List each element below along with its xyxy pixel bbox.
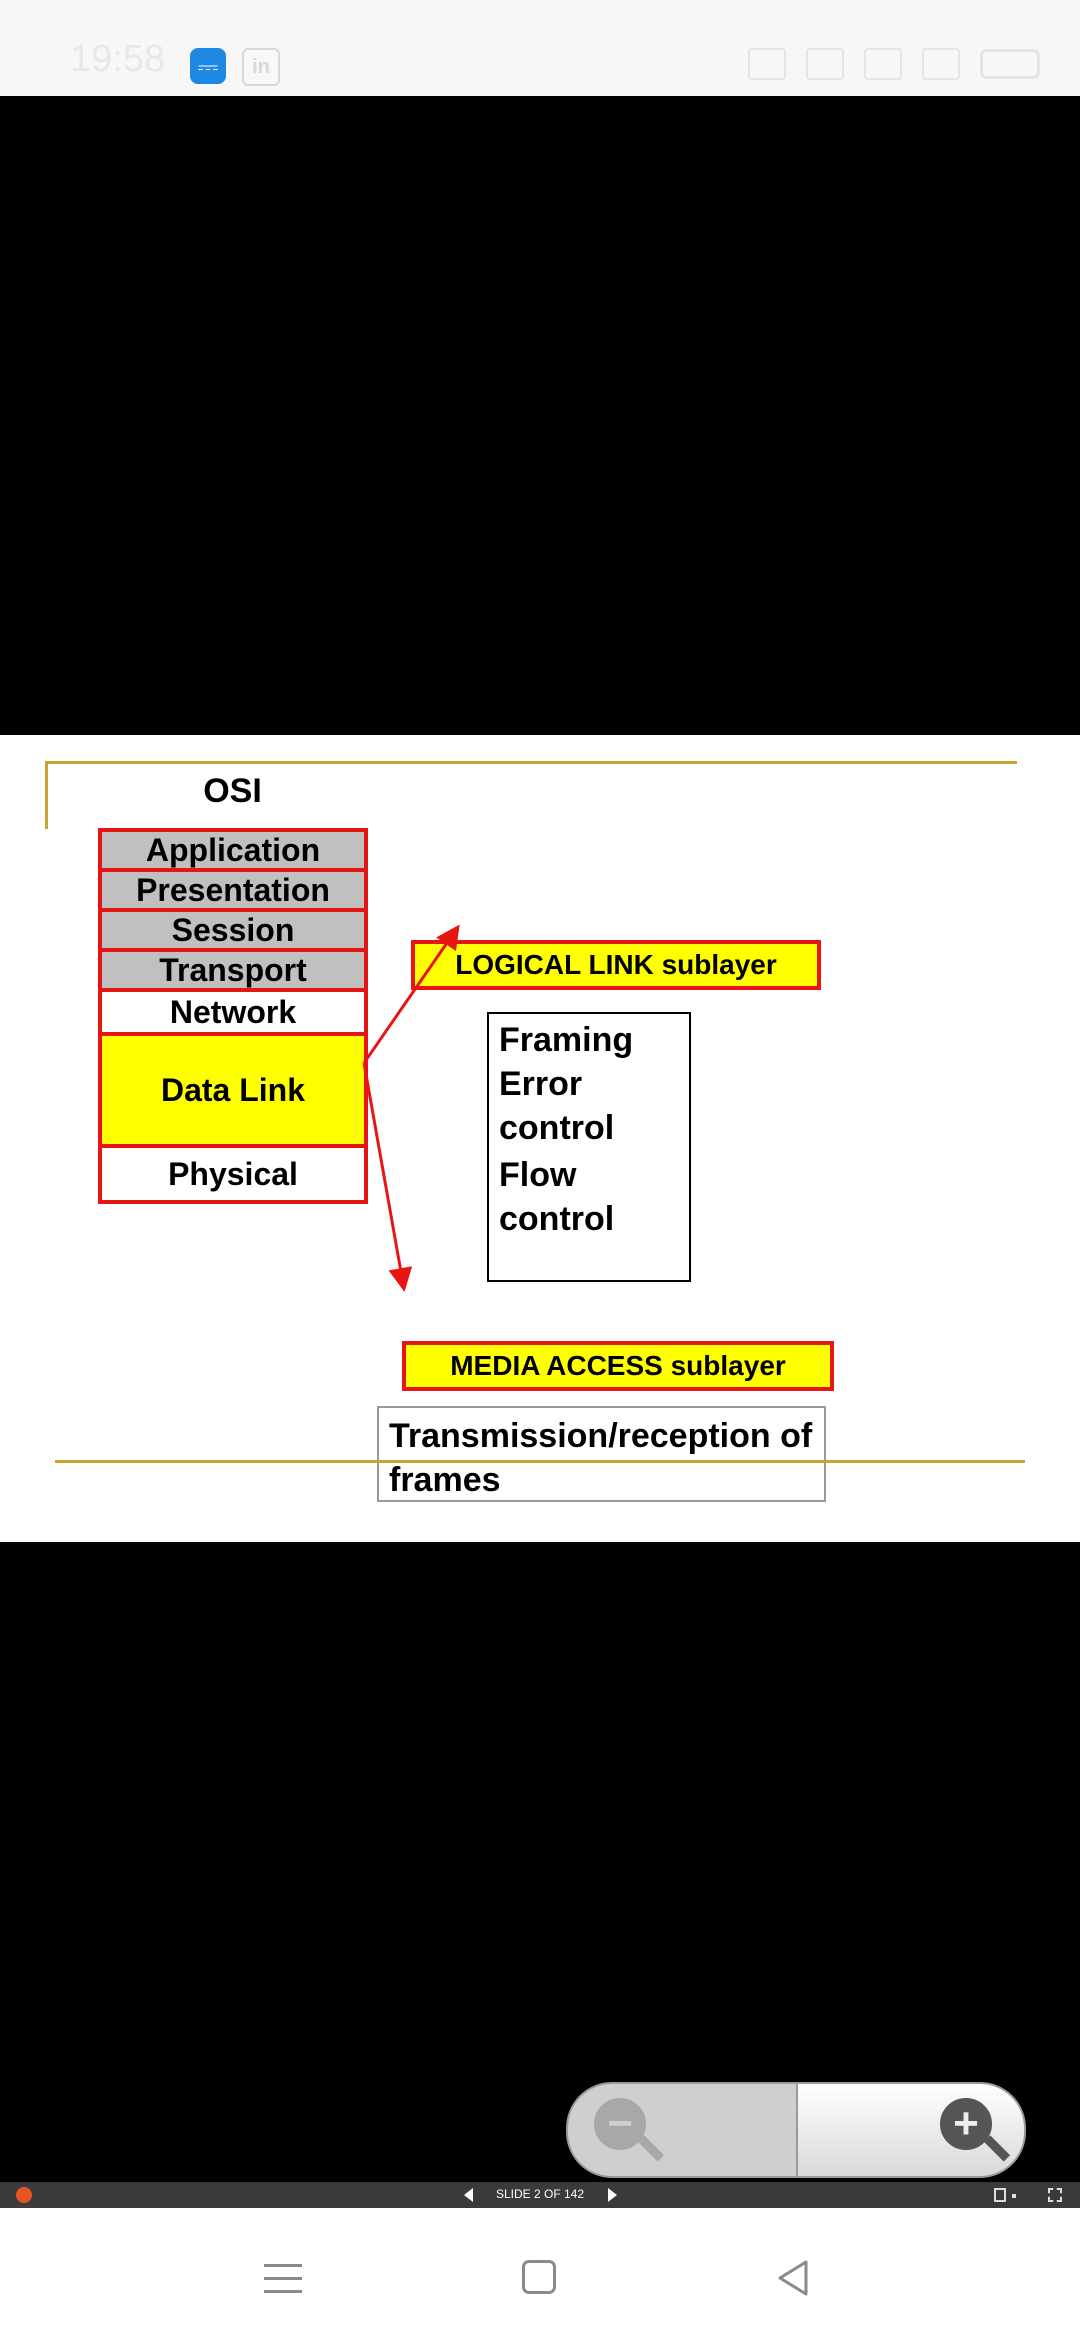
llc-functions-box: Framing Error control Flow control (487, 1012, 691, 1282)
func-error-control: Error control (499, 1065, 615, 1147)
usb-icon: ⎓ (190, 48, 226, 84)
home-icon[interactable] (522, 2260, 556, 2294)
func-transmission-reception: Transmission/reception of frames (389, 1417, 813, 1499)
prev-slide-icon[interactable] (464, 2188, 473, 2202)
accent-line-left (45, 761, 48, 829)
func-flow-control: Flow control (499, 1156, 615, 1238)
osi-title: OSI (203, 772, 262, 810)
slide-counter: SLIDE 2 OF 142 (495, 2187, 585, 2201)
layer-physical: Physical (98, 1144, 368, 1204)
zoom-out-button[interactable]: − (566, 2082, 800, 2178)
accent-line-bottom (55, 1460, 1025, 1463)
viewer-toolbar: SLIDE 2 OF 142 (0, 2182, 1080, 2208)
zoom-out-icon: − (594, 2098, 646, 2150)
mac-sublayer-label: MEDIA ACCESS sublayer (402, 1341, 834, 1391)
battery-icon (980, 49, 1040, 79)
layer-application: Application (98, 828, 368, 872)
signal-icon (864, 48, 902, 80)
next-slide-icon[interactable] (608, 2188, 617, 2202)
slide-canvas[interactable]: OSI Application Presentation Session Tra… (0, 735, 1080, 1542)
status-time: 19:58 (70, 38, 166, 80)
menu-icon[interactable] (264, 2264, 302, 2294)
letterbox-top (0, 96, 1080, 735)
fullscreen-icon[interactable] (1048, 2188, 1062, 2202)
zoom-in-button[interactable]: + (796, 2082, 1026, 2178)
accent-line-top (45, 761, 1017, 764)
layer-data-link: Data Link (98, 1032, 368, 1148)
layer-network: Network (98, 988, 368, 1036)
back-icon[interactable] (774, 2258, 814, 2298)
alarm-icon (748, 48, 786, 80)
func-framing: Framing (499, 1021, 634, 1059)
app-logo-icon[interactable] (16, 2187, 32, 2203)
data-speed-icon (806, 48, 844, 80)
llc-sublayer-label: LOGICAL LINK sublayer (411, 940, 821, 990)
system-nav-bar (0, 2208, 1080, 2340)
letterbox-bottom (0, 1542, 1080, 2182)
arrow-to-mac (362, 1062, 413, 1292)
signal-2-icon (922, 48, 960, 80)
mac-functions-box: Transmission/reception of frames (377, 1406, 826, 1502)
status-bar: 19:58 ⎓ in (0, 0, 1080, 96)
status-right-icons (748, 44, 1040, 84)
layer-transport: Transport (98, 948, 368, 992)
linkedin-icon: in (242, 48, 280, 86)
layer-presentation: Presentation (98, 868, 368, 912)
zoom-in-icon: + (940, 2098, 992, 2150)
layout-dropdown-icon[interactable] (1012, 2194, 1016, 2198)
layout-icon[interactable] (994, 2188, 1006, 2202)
layer-session: Session (98, 908, 368, 952)
